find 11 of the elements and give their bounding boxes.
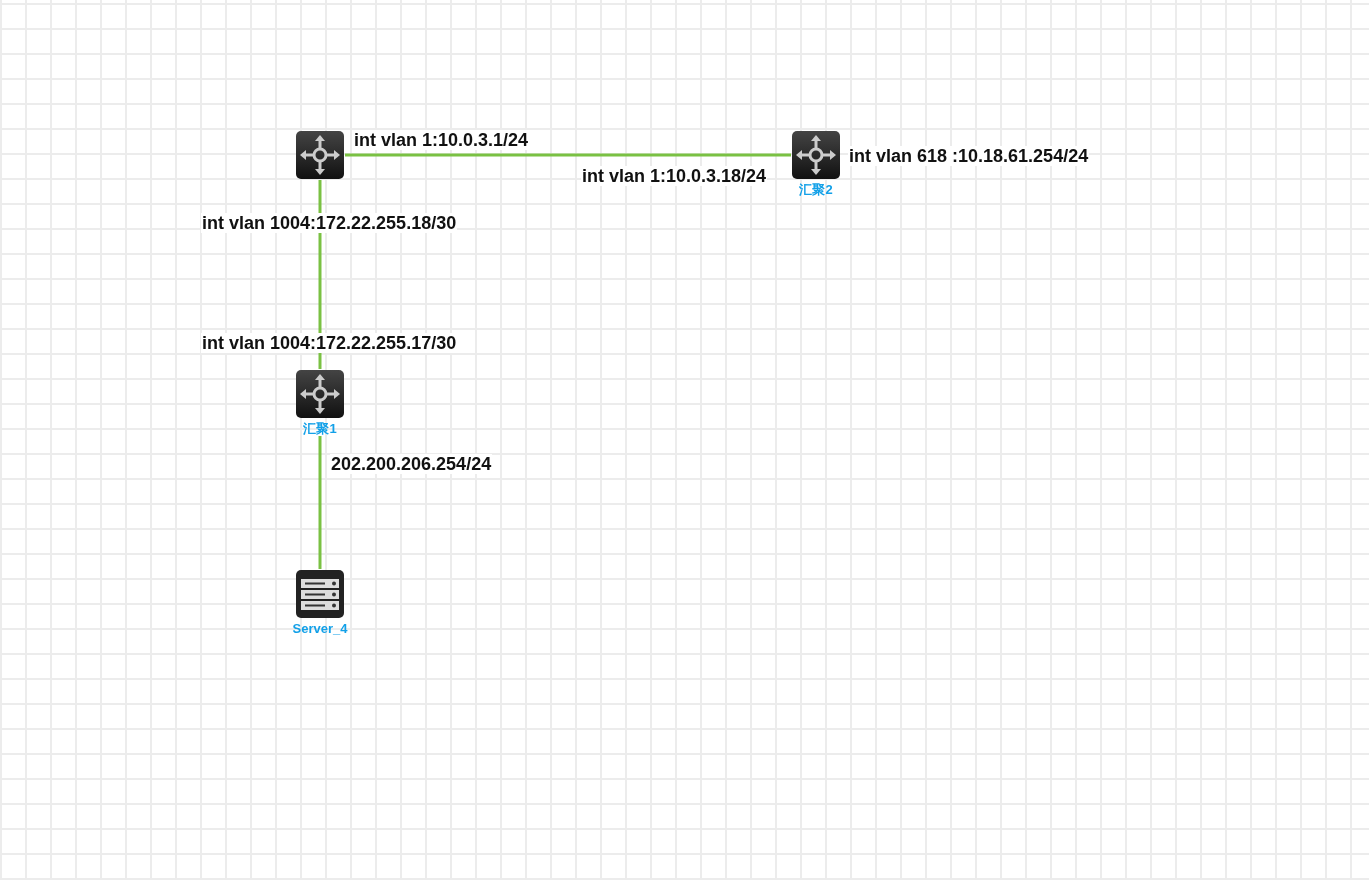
interface-label: int vlan 1004:172.22.255.18/30 (201, 213, 458, 233)
device-label: 汇聚2 (799, 182, 833, 197)
interface-label: int vlan 618 :10.18.61.254/24 (848, 146, 1090, 166)
interface-label: int vlan 1004:172.22.255.17/30 (201, 333, 458, 353)
link-line (345, 153, 791, 157)
device-label: Server_4 (292, 621, 348, 636)
link-line (318, 436, 322, 569)
device-label: 汇聚1 (303, 421, 337, 436)
interface-label: int vlan 1:10.0.3.1/24 (353, 130, 530, 150)
interface-label: 202.200.206.254/24 (330, 454, 493, 474)
interface-label: int vlan 1:10.0.3.18/24 (581, 166, 768, 186)
